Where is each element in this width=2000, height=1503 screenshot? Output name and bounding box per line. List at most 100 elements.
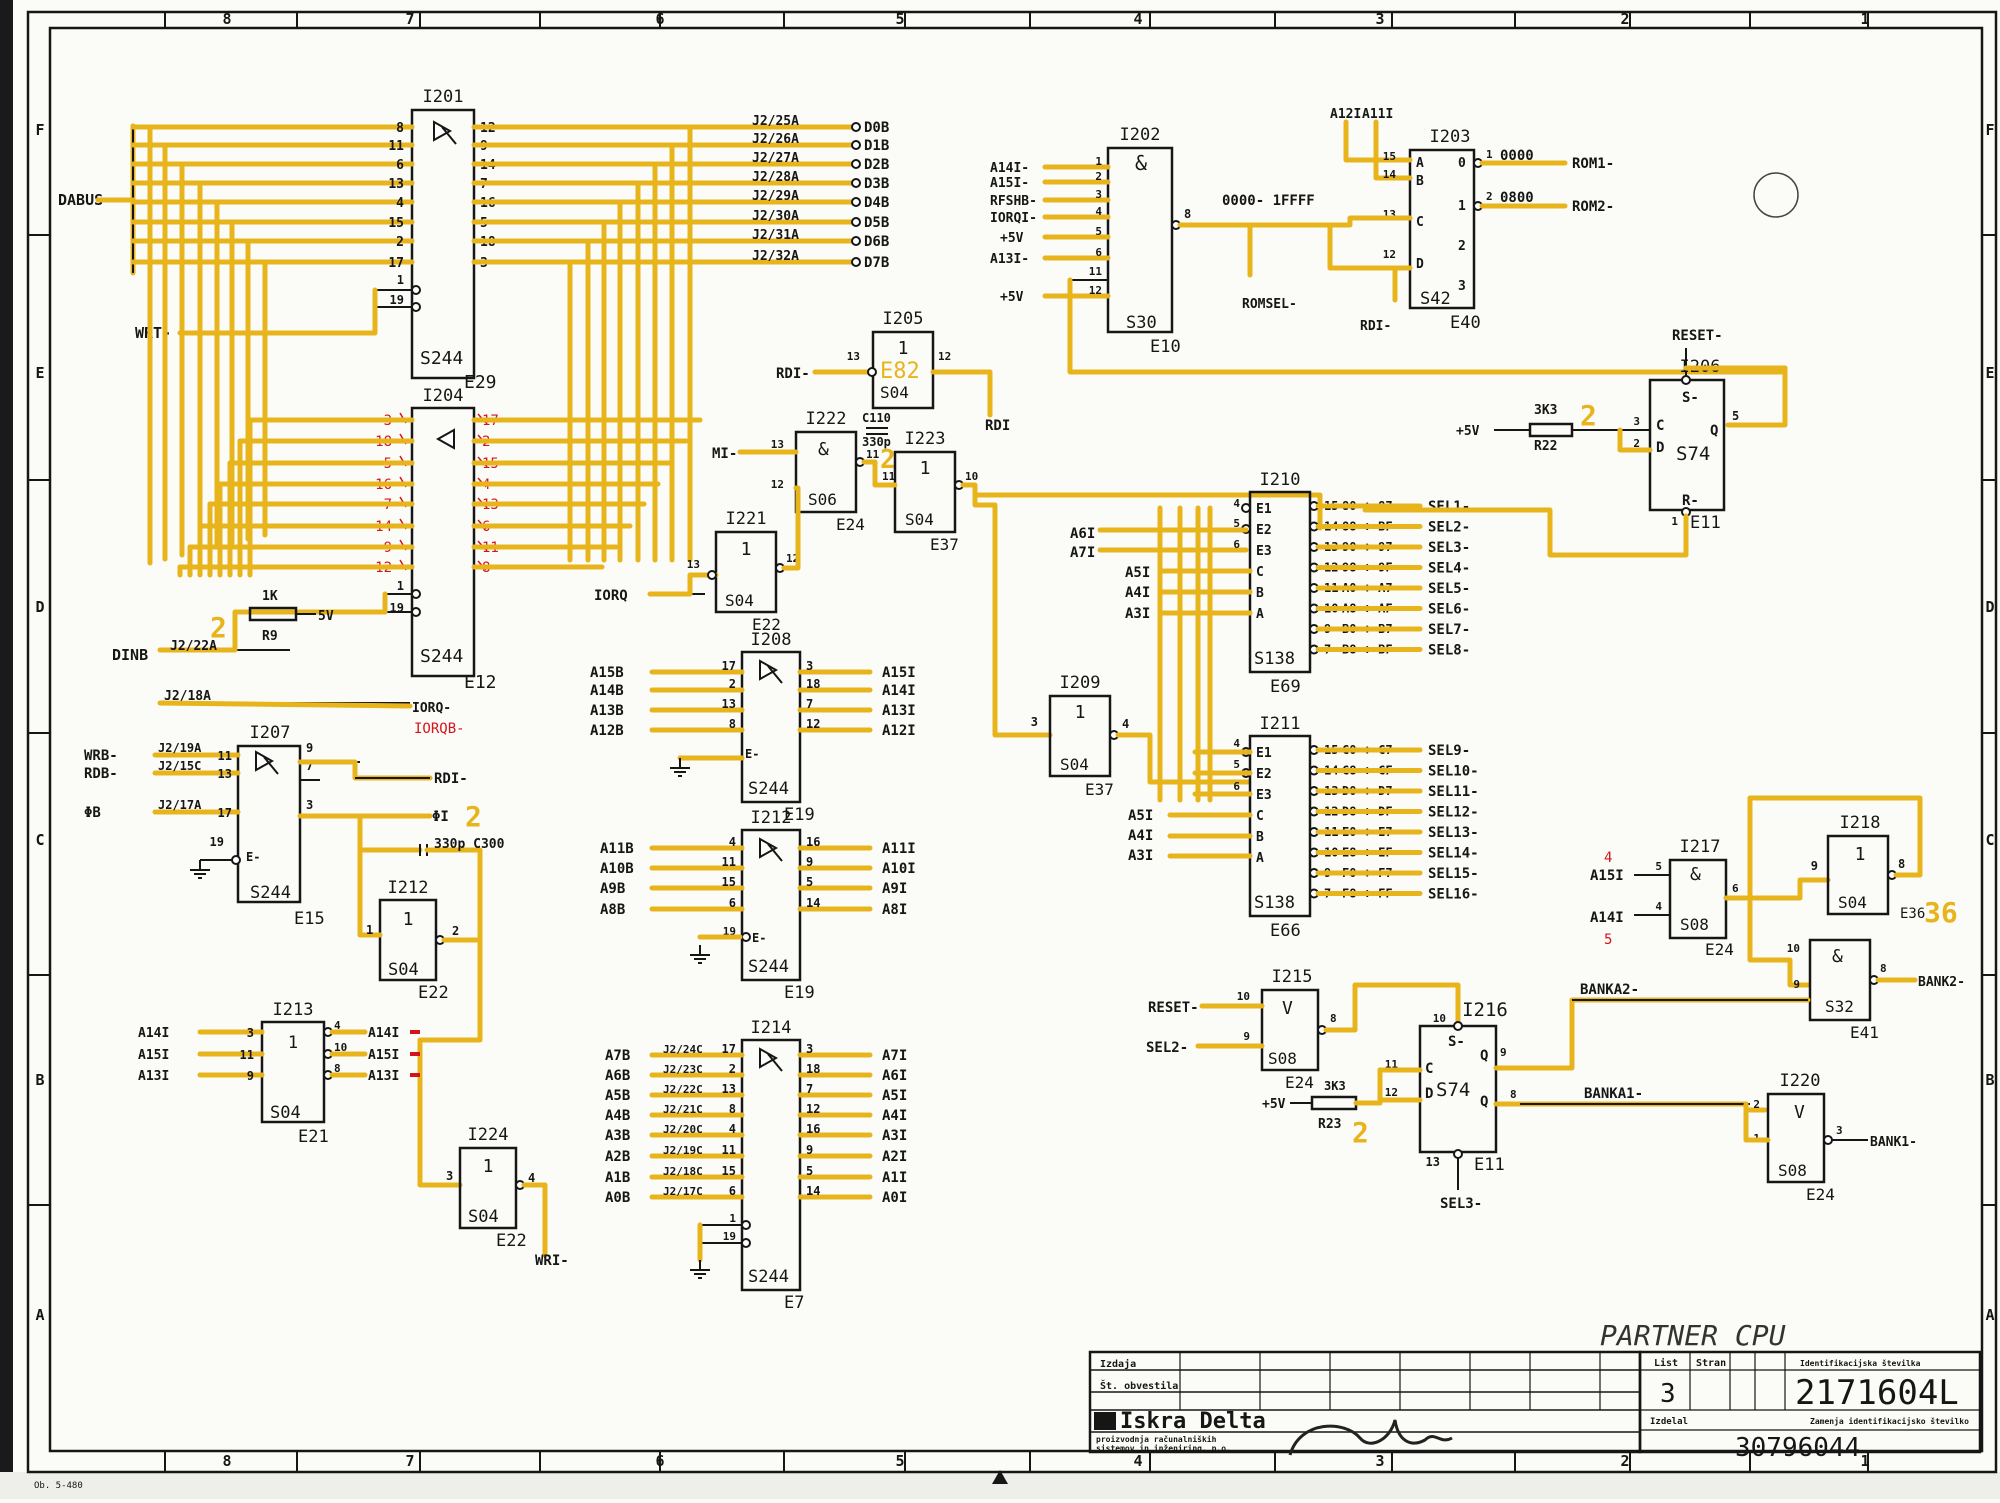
signal-label: RDI- bbox=[1360, 319, 1391, 334]
chip-position: E11 bbox=[1690, 513, 1721, 533]
gate-symbol: V bbox=[1282, 998, 1293, 1019]
pin-number: 7 bbox=[306, 759, 313, 773]
field-label: Št. obvestila bbox=[1100, 1379, 1178, 1392]
pin-number: 9 bbox=[306, 741, 313, 755]
connector-pin: J2/24C bbox=[663, 1043, 703, 1056]
signal-label: A14I bbox=[368, 1026, 399, 1041]
pin-number: 2 bbox=[396, 235, 404, 250]
signal-label: A14I bbox=[1590, 910, 1624, 926]
pin-label: B bbox=[1256, 830, 1264, 845]
chip-id: I223 bbox=[905, 429, 946, 449]
company-sub: sistemov in inženiring, p.o. bbox=[1096, 1443, 1231, 1453]
chip-type: S244 bbox=[748, 779, 789, 799]
highlight-wire bbox=[781, 485, 801, 571]
pin-number: 4 bbox=[729, 1122, 736, 1136]
signal-label: A3I bbox=[882, 1128, 907, 1144]
signal-label: A14I bbox=[138, 1026, 169, 1041]
highlight-wire bbox=[1362, 507, 1689, 558]
chip-type: S04 bbox=[388, 960, 419, 980]
pin-number: 10 bbox=[1237, 990, 1250, 1003]
chip-type: S74 bbox=[1436, 1079, 1470, 1101]
pin-number: 12 bbox=[938, 350, 951, 363]
inversion-bubble bbox=[411, 302, 421, 312]
border-row-label: C bbox=[35, 831, 44, 849]
chip-type: S04 bbox=[725, 591, 754, 610]
highlight-wire bbox=[1377, 1067, 1423, 1103]
connector-terminal bbox=[851, 217, 861, 227]
chip-type: S04 bbox=[1060, 755, 1089, 774]
signal-label: BANKA1- bbox=[1584, 1086, 1643, 1102]
pin-label: E- bbox=[745, 747, 759, 761]
chip-id: I220 bbox=[1780, 1071, 1821, 1091]
handwritten-annotation: 2 bbox=[1580, 399, 1597, 432]
chip-id: I217 bbox=[1680, 837, 1721, 857]
highlight-wire bbox=[930, 369, 993, 418]
border-row-label: E bbox=[1985, 364, 1994, 382]
gate-symbol: 1 bbox=[288, 1033, 298, 1053]
signal-label: A13I bbox=[368, 1069, 399, 1084]
project-title: PARTNER CPU bbox=[1600, 1319, 1786, 1352]
border-row-label: B bbox=[35, 1071, 44, 1089]
chip-position: E36 bbox=[1900, 906, 1925, 922]
pin-number: 17 bbox=[218, 806, 232, 820]
resistor-ref: R9 bbox=[262, 629, 278, 644]
signal-label: A11B bbox=[600, 841, 634, 857]
address-range: 0000- 1FFFF bbox=[1222, 193, 1315, 209]
pin-number: 11 bbox=[722, 855, 736, 869]
signal-label: RESET- bbox=[1148, 1000, 1199, 1016]
chip-position: E19 bbox=[784, 805, 815, 825]
inversion-bubble bbox=[867, 367, 877, 377]
company-sub: proizvodnja računalniških bbox=[1096, 1434, 1217, 1444]
pin-number: 6 bbox=[729, 896, 736, 910]
signal-label: SEL3- bbox=[1440, 1196, 1482, 1212]
pin-number: 8 bbox=[729, 717, 736, 731]
connector-pin: J2/27A bbox=[752, 151, 799, 166]
chip-position: E15 bbox=[294, 909, 325, 929]
connector-terminal bbox=[851, 236, 861, 246]
connector-pin: J2/17A bbox=[158, 798, 202, 812]
highlight-wire bbox=[521, 1182, 548, 1258]
pin-number: 9 bbox=[247, 1069, 254, 1083]
pin-label: E3 bbox=[1256, 544, 1272, 559]
chip-I223 bbox=[893, 450, 957, 534]
pin-number: 5 bbox=[1233, 517, 1240, 530]
chip-type: S04 bbox=[468, 1207, 499, 1227]
sheet-number: 3 bbox=[1660, 1379, 1676, 1409]
inversion-bubble bbox=[1453, 1149, 1463, 1159]
inversion-bubble bbox=[741, 1220, 751, 1230]
pin-number-corrected: 5 bbox=[1604, 932, 1612, 948]
connector-terminal bbox=[851, 159, 861, 169]
pin-number: 10 bbox=[965, 470, 978, 483]
signal-label: A13I- bbox=[990, 252, 1029, 267]
signal-label: +5V bbox=[1000, 231, 1024, 246]
chip-position: E82 bbox=[880, 359, 920, 384]
pin-number: 7 bbox=[806, 1082, 813, 1096]
pin-number: 1 bbox=[397, 273, 404, 287]
select-output: SEL12- bbox=[1428, 805, 1479, 821]
buffer-symbol bbox=[759, 837, 779, 859]
connector-pin: J2/31A bbox=[752, 228, 799, 243]
signal-label: RFSHB- bbox=[990, 194, 1037, 209]
pin-number: 6 bbox=[1732, 882, 1739, 895]
chip-position: E21 bbox=[298, 1127, 329, 1147]
connector-pin: J2/15C bbox=[158, 759, 201, 773]
highlight-wire bbox=[647, 572, 719, 597]
gate-symbol: 1 bbox=[1075, 702, 1086, 723]
border-col-label: 1 bbox=[1860, 1452, 1869, 1470]
signal-label: A3I bbox=[1125, 606, 1150, 622]
pin-number: 19 bbox=[210, 835, 224, 849]
highlight-wire bbox=[1373, 119, 1413, 181]
signal-label: A13B bbox=[590, 703, 624, 719]
handwritten-annotation: 2 bbox=[1352, 1116, 1369, 1149]
pin-label: E1 bbox=[1256, 502, 1272, 517]
chip-I210 bbox=[1248, 490, 1312, 674]
chip-I211 bbox=[1248, 734, 1312, 918]
gate-symbol: & bbox=[1690, 864, 1701, 885]
signal-label: IORQ- bbox=[412, 701, 451, 716]
pin-number: 10 bbox=[1787, 942, 1800, 955]
resistor-value: 3K3 bbox=[1324, 1079, 1346, 1093]
pin-number: 13 bbox=[388, 177, 404, 192]
pin-number: 15 bbox=[388, 216, 404, 231]
signal-label: A4I bbox=[1125, 585, 1150, 601]
signal-label: A11I bbox=[1362, 107, 1393, 122]
